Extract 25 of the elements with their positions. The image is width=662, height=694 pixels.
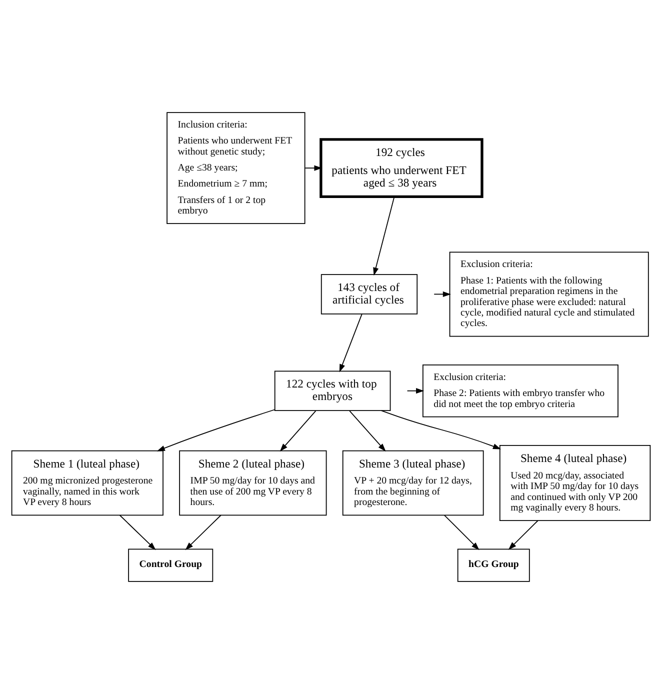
arrow	[339, 314, 362, 372]
arrow	[380, 410, 502, 450]
arrow	[349, 410, 386, 452]
arrow	[304, 165, 322, 171]
node-box: Control Group	[128, 548, 214, 582]
node-box: 192 cycles patients who underwent FET aged ≤ 38 years	[320, 138, 484, 198]
arrow	[119, 514, 156, 550]
node-box: Exclusion criteria: Phase 1: Patients with the following endometrial preparation regimens in the proliferative phase were excluded: natural cycle, modified natural cycle and stimulated cycles.	[449, 252, 649, 337]
node-box: Sheme 2 (luteal phase) IMP 50 mg/day for 10 days and then use of 200 mg VP every 8 hours.	[179, 450, 327, 516]
arrow	[185, 514, 222, 550]
node-box: hCG Group	[457, 548, 530, 582]
arrow	[406, 388, 424, 394]
node-box: Sheme 4 (luteal phase) Used 20 mcg/day, associated with IMP 50 mg/day for 10 days and continued with only VP 200 mg vaginally every 8 hours.	[499, 444, 651, 522]
arrow	[444, 514, 480, 550]
arrow	[373, 196, 395, 276]
arrow	[434, 291, 451, 298]
node-box: Exclusion criteria: Phase 2: Patients with embryo transfer who did not meet the top embryo criteria	[422, 364, 618, 418]
arrow	[280, 410, 316, 452]
node-box: Sheme 3 (luteal phase) VP + 20 mcg/day for 12 days, from the beginning of progesterone.	[342, 450, 484, 516]
arrow	[156, 409, 276, 452]
node-box: 143 cycles of artificial cycles	[320, 274, 418, 314]
arrow	[508, 520, 538, 550]
node-box: 122 cycles with top embryos	[274, 370, 391, 411]
node-box: Inclusion criteria: Patients who underwent FET without genetic study; Age ≤38 years; Endometrium ≥ 7 mm; Transfers of 1 or 2 top embryo	[166, 112, 306, 224]
node-box: Sheme 1 (luteal phase) 200 mg micronized progesterone vaginally, named in this work VP every 8 hours	[11, 450, 164, 516]
